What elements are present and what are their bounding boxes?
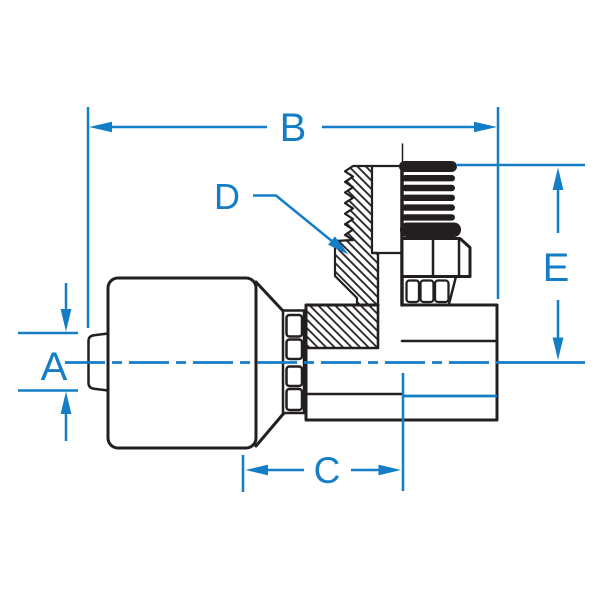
fitting-part: [87, 143, 499, 450]
d-leader-arrow: [328, 236, 349, 255]
locknut-chamfer-edges: [400, 275, 458, 306]
e-arrow-up: [552, 167, 564, 190]
collar-serrations: [285, 313, 304, 412]
b-arrow-left: [89, 121, 112, 133]
body-section-hatch: [304, 303, 380, 350]
port-section-hatch: [333, 164, 380, 307]
thread-crest: [399, 161, 457, 172]
dimension-d: D: [214, 176, 349, 255]
thread-bands: [402, 175, 455, 221]
locknut-facet-lines: [431, 237, 461, 278]
port-bore-lines: [370, 164, 403, 350]
shell-taper: [254, 280, 286, 448]
dimensions: B E A C: [18, 106, 585, 492]
c-arrow-right: [378, 464, 401, 476]
c-arrow-left: [245, 464, 268, 476]
a-arrow-top: [60, 309, 72, 332]
c-label: C: [314, 450, 341, 491]
e-arrow-down: [552, 337, 564, 360]
dimension-b: B: [86, 106, 500, 328]
b-label: B: [280, 106, 307, 150]
dimension-c: C: [241, 373, 405, 492]
locknut: [400, 237, 472, 278]
d-label: D: [214, 176, 240, 217]
dimension-a: A: [18, 283, 78, 441]
o-ring: [400, 222, 461, 237]
body-bore-lines: [304, 339, 499, 396]
b-arrow-right: [474, 121, 497, 133]
e-label: E: [543, 246, 570, 290]
centerlines: [65, 361, 585, 398]
dimension-e: E: [456, 163, 585, 360]
d-leader-line: [253, 194, 334, 243]
a-label: A: [41, 345, 68, 389]
locknut-chamfer-facets: [405, 279, 450, 304]
a-arrow-bottom: [60, 391, 72, 414]
